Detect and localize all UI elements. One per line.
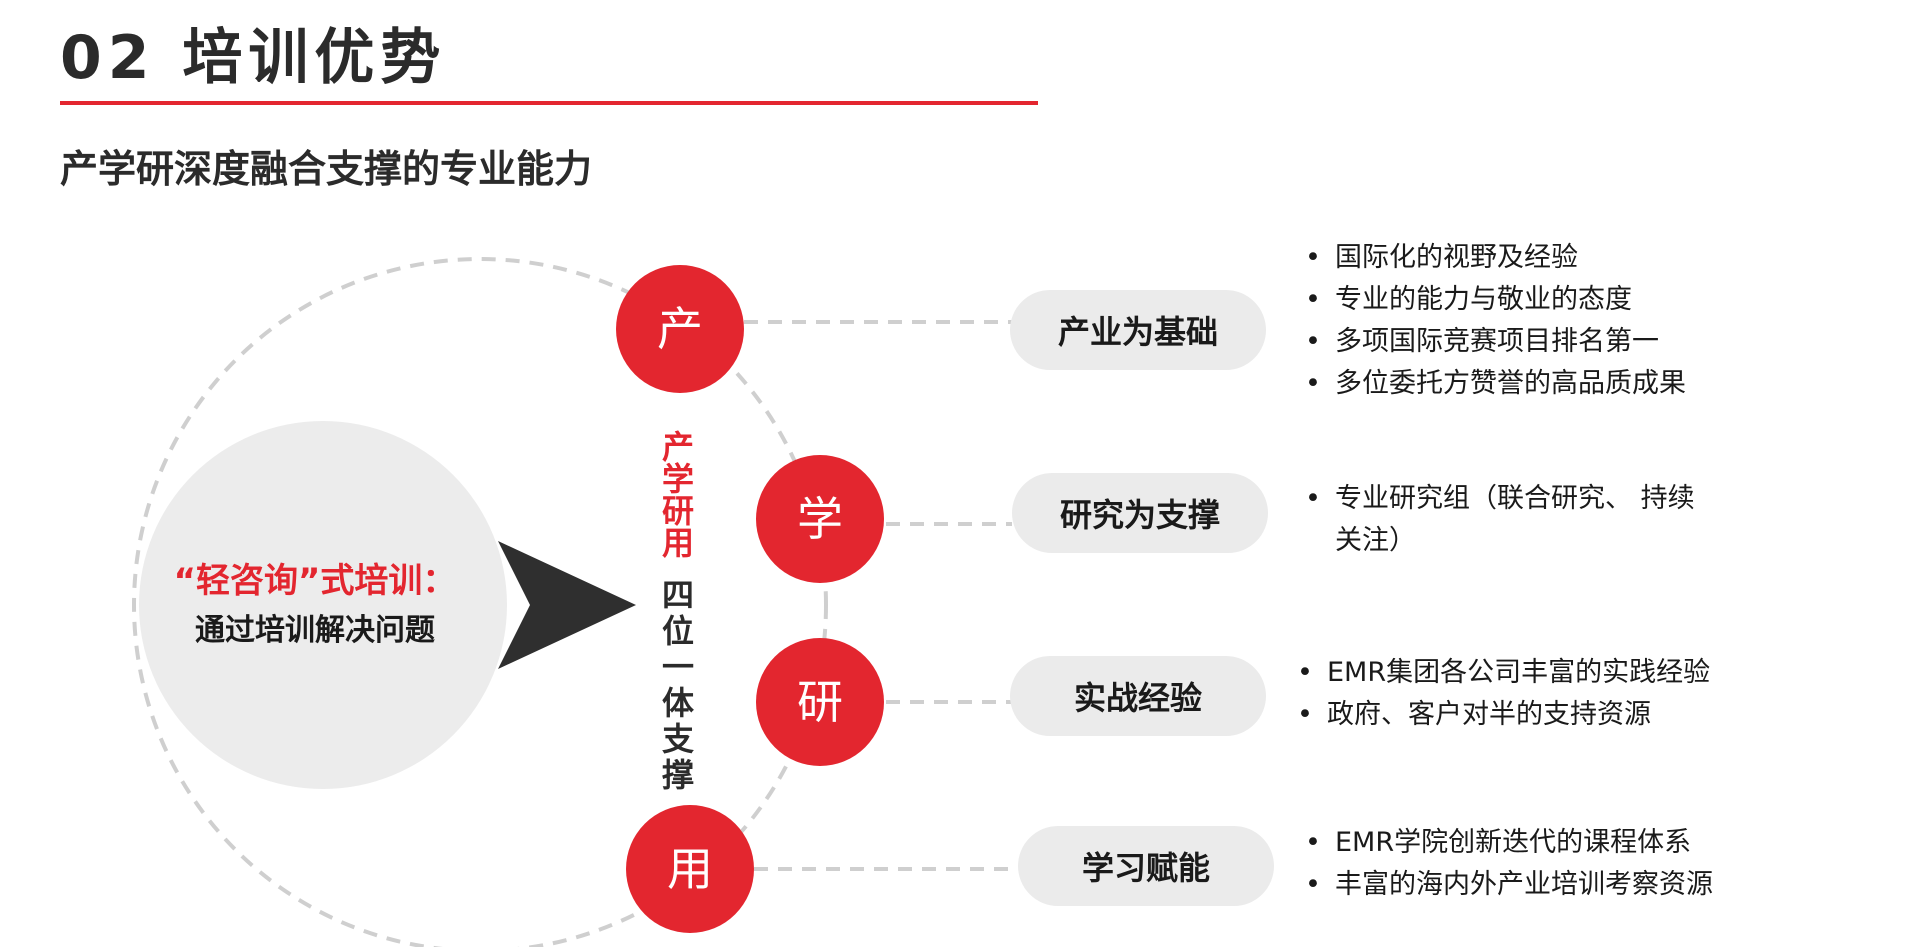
hub-slogan: “轻咨询”式培训： [173, 561, 457, 601]
pill-learning-empowerment: 学习赋能 [1018, 826, 1274, 906]
node-circle-xue [756, 455, 884, 583]
vertical-caption-red: 产学研用 [657, 430, 695, 558]
list-item: 政府、客户对半的支持资源 [1297, 694, 1710, 736]
node-circle-yong [626, 805, 754, 933]
node-circle-yan [756, 638, 884, 766]
node-label-yong: 用 [667, 842, 713, 896]
orbit-dashed-circle [132, 257, 828, 947]
pointer-arrow [498, 541, 636, 669]
list-item: 多项国际竞赛项目排名第一 [1305, 321, 1686, 363]
bullet-list-learning: EMR学院创新迭代的课程体系 丰富的海内外产业培训考察资源 [1305, 822, 1713, 906]
list-item: 国际化的视野及经验 [1305, 237, 1686, 279]
pill-research-support: 研究为支撑 [1012, 473, 1268, 553]
section-title: 02 培训优势 [60, 23, 447, 93]
node-label-yan: 研 [797, 675, 843, 729]
node-label-chan: 产 [657, 302, 703, 356]
list-item: 专业的能力与敬业的态度 [1305, 279, 1686, 321]
hub-slogan-sub: 通过培训解决问题 [195, 613, 435, 648]
list-item: 多位委托方赞誉的高品质成果 [1305, 363, 1686, 405]
page-subtitle: 产学研深度融合支撑的专业能力 [60, 147, 593, 191]
pill-practical-experience: 实战经验 [1010, 656, 1266, 736]
list-item: EMR学院创新迭代的课程体系 [1305, 822, 1713, 864]
node-label-xue: 学 [797, 492, 843, 546]
hub-circle [139, 421, 507, 789]
title-underline [60, 101, 1038, 105]
list-item: EMR集团各公司丰富的实践经验 [1297, 652, 1710, 694]
bullet-list-industry: 国际化的视野及经验 专业的能力与敬业的态度 多项国际竞赛项目排名第一 多位委托方… [1305, 237, 1686, 405]
list-item: 丰富的海内外产业培训考察资源 [1305, 864, 1713, 906]
list-item: 专业研究组（联合研究、 持续关注） [1305, 478, 1715, 562]
node-circle-chan [616, 265, 744, 393]
pill-industry-foundation: 产业为基础 [1010, 290, 1266, 370]
bullet-list-practice: EMR集团各公司丰富的实践经验 政府、客户对半的支持资源 [1297, 652, 1710, 736]
bullet-list-research: 专业研究组（联合研究、 持续关注） [1305, 478, 1715, 562]
vertical-caption-dark: 四位一体支撑 [657, 578, 695, 794]
